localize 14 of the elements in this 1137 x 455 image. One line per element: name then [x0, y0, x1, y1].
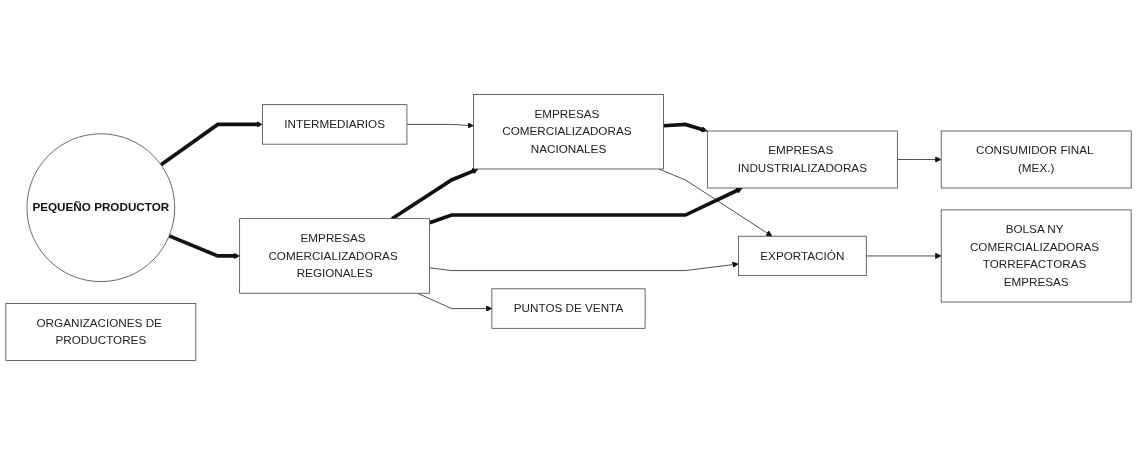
arrow — [168, 234, 240, 260]
node-box: EXPORTACIÓN — [738, 235, 867, 277]
node-circle: PEQUEÑO PRODUCTOR — [26, 133, 176, 282]
node-box: EMPRESAS COMERCIALIZADORAS REGIONALES — [239, 218, 431, 294]
arrow — [159, 121, 263, 167]
node-box: ORGANIZACIONES DE PRODUCTORES — [5, 303, 197, 361]
node-box: CONSUMIDOR FINAL (MEX.) — [940, 130, 1132, 189]
node-box: EMPRESAS COMERCIALIZADORAS NACIONALES — [473, 94, 664, 170]
node-box: PUNTOS DE VENTA — [491, 288, 646, 329]
arrow — [429, 187, 743, 225]
node-box: BOLSA NY COMERCIALIZADORAS TORREFACTORAS EMPRESAS — [940, 209, 1132, 303]
node-box: INTERMEDIARIOS — [262, 104, 408, 145]
arrow — [663, 122, 708, 133]
node-box: EMPRESAS INDUSTRIALIZADORAS — [706, 130, 898, 189]
